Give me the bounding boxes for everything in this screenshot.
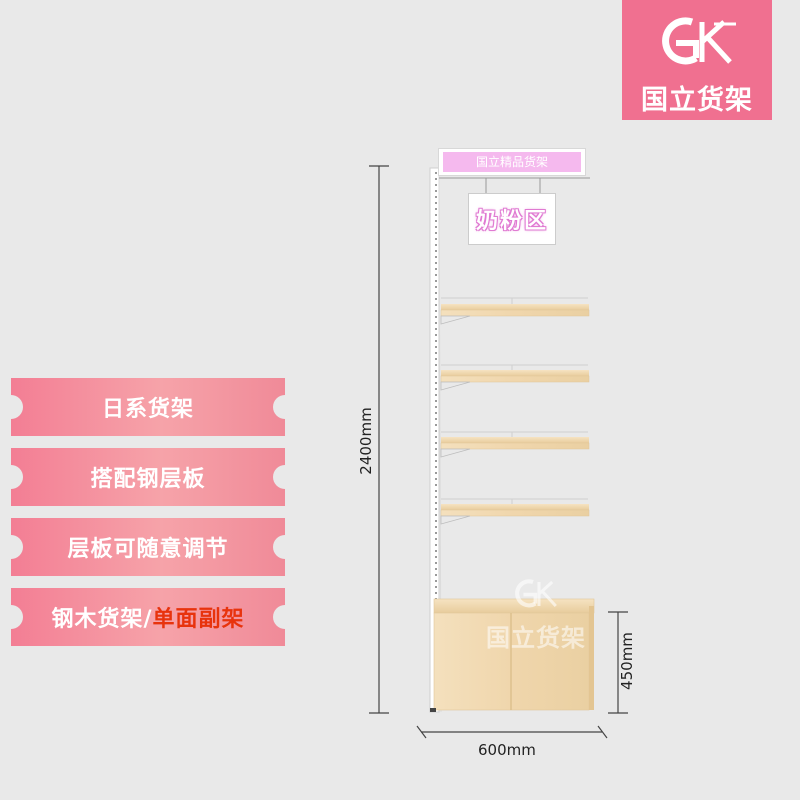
- base-height-dimension-line: [608, 611, 628, 714]
- shelf-board: [440, 364, 590, 391]
- feature-text: 搭配钢层板: [90, 467, 206, 492]
- feature-list: 日系货架 搭配钢层板 层板可随意调节 钢木货架/单面副架: [0, 378, 297, 658]
- gk-logo-icon: [662, 17, 736, 65]
- watermark: 国立货架: [476, 576, 596, 653]
- logo-text: 国立货架: [641, 85, 753, 116]
- shelf-board: [440, 297, 590, 325]
- base-height-dimension-label: 450mm: [618, 632, 636, 690]
- width-dimension-line: [416, 725, 608, 739]
- brand-logo: 国立货架: [622, 0, 772, 120]
- height-dimension-line: [369, 165, 389, 714]
- shelf-board: [440, 498, 590, 525]
- header-sign-text: 国立精品货架: [443, 152, 581, 172]
- feature-ticket: 钢木货架/单面副架: [0, 588, 297, 646]
- sign-bracket: [439, 177, 590, 193]
- width-dimension-label: 600mm: [478, 741, 536, 759]
- feature-text: 日系货架: [101, 397, 194, 422]
- hanging-sign-text: 奶粉区: [475, 209, 548, 234]
- hanging-sign: 奶粉区: [468, 193, 556, 245]
- shelf-board: [440, 431, 590, 458]
- feature-text: 钢木货架/: [51, 607, 153, 632]
- watermark-text: 国立货架: [486, 624, 586, 652]
- feature-ticket: 日系货架: [0, 378, 297, 436]
- height-dimension-label: 2400mm: [357, 407, 375, 475]
- base-cabinet: [430, 598, 595, 712]
- feature-ticket: 层板可随意调节: [0, 518, 297, 576]
- feature-text: 层板可随意调节: [67, 537, 229, 562]
- feature-highlight-text: 单面副架: [152, 607, 245, 632]
- watermark-logo-icon: [515, 579, 557, 608]
- feature-ticket: 搭配钢层板: [0, 448, 297, 506]
- header-sign: 国立精品货架: [438, 148, 586, 176]
